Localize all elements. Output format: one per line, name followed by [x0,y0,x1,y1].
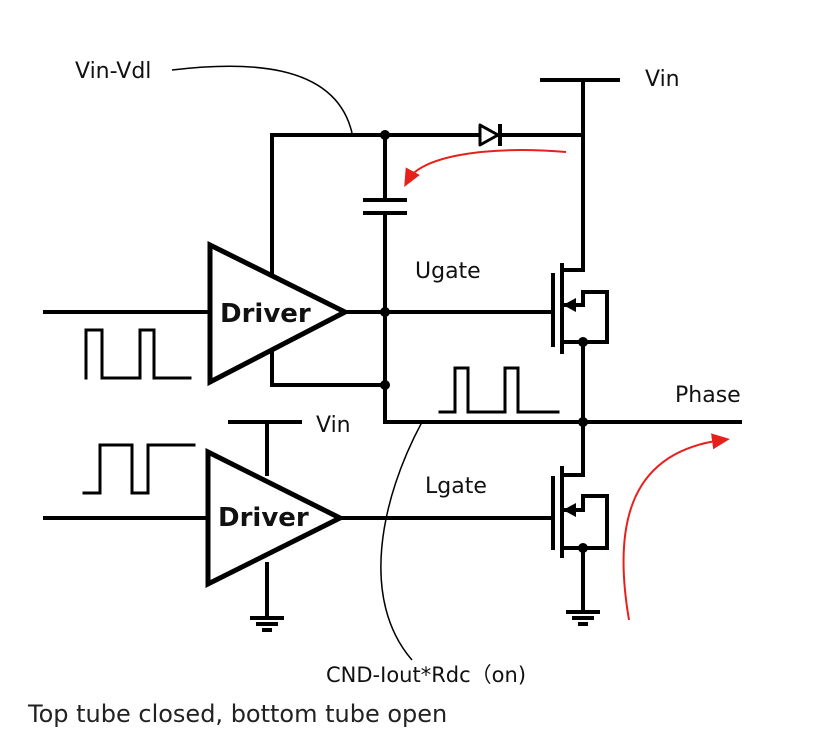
diagram-caption: Top tube closed, bottom tube open [27,700,447,728]
upper-mosfet-arrow [563,298,576,312]
cnd-note-leader [380,421,423,661]
junction-dot [380,130,390,140]
bootstrap-diode [478,123,502,147]
lower-input-pulse [82,443,196,495]
bootstrap-left-wire [270,133,387,387]
lgate-label: Lgate [425,474,487,499]
upper-mosfet-body [560,290,609,344]
ugate-label: Ugate [415,259,481,284]
cnd-note-label: CND-Iout*Rdc（on) [326,663,526,687]
lower-driver-ground-icon [250,616,284,632]
phase-pulse [438,366,560,414]
junction-dot [380,307,390,317]
upper-input-pulse [84,328,192,380]
lower-mosfet-body [560,494,609,550]
vin-vdl-label: Vin-Vdl [75,59,151,84]
phase-label: Phase [675,383,741,408]
lower-mosfet-source [560,546,585,614]
upper-mosfet-source [560,340,585,424]
upper-driver-triangle [207,240,351,387]
lower-driver-label: Driver [218,503,309,533]
lower-mosfet-arrow [563,503,576,517]
lower-mosfet-drain-wire [560,420,585,477]
junction-dot [380,380,390,390]
upper-driver-label: Driver [220,299,311,329]
lower-mosfet-ground-icon [566,610,600,626]
lower-driver-triangle [205,447,346,589]
junction-dot [578,417,588,427]
vin-top-label: Vin [645,67,680,92]
junction-dot [578,543,588,553]
vin-vdl-leader [171,65,353,134]
junction-dot [578,337,588,347]
vin-bottom-label: Vin [316,413,351,438]
phase-current-arrow [622,433,730,621]
bootstrap-current-arrow [404,149,567,188]
